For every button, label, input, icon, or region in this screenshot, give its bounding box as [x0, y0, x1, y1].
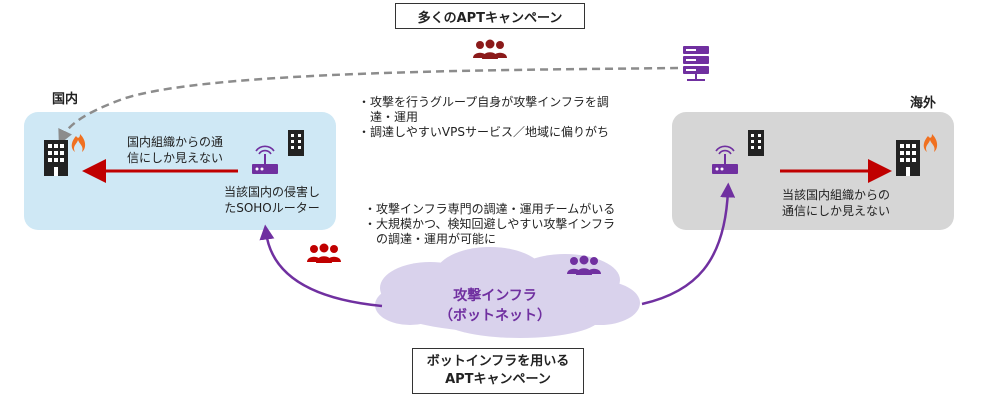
botnet-cloud: [375, 247, 640, 338]
note-top-3: ・調達しやすいVPSサービス／地域に偏りがち: [358, 125, 609, 139]
domestic-victim-text: 国内組織からの通 信にしか見えない: [112, 134, 238, 166]
users-icon: [307, 243, 341, 263]
notes-bottom: ・攻撃インフラ専門の調達・運用チームがいる ・大規模かつ、検知回避しやすい攻撃イ…: [364, 202, 664, 247]
fire-icon: [71, 134, 86, 152]
purple-arrow-right: [641, 182, 736, 306]
domestic-label: 国内: [52, 92, 79, 107]
overseas-line2: 通信にしか見えない: [781, 204, 890, 218]
building-icon: [44, 140, 68, 176]
note-bottom-1: ・攻撃インフラ専門の調達・運用チームがいる: [364, 202, 616, 216]
domestic-router-text: 当該国内の侵害し たSOHOルーター: [212, 184, 332, 216]
building-icon: [748, 130, 764, 156]
bottom-title-line1: ボットインフラを用いる: [426, 354, 570, 369]
router-icon: [712, 145, 738, 174]
dashed-arrow: [58, 66, 679, 145]
bottom-title-box: ボットインフラを用いる APTキャンペーン: [412, 348, 584, 394]
domestic-victim-line1: 国内組織からの通: [126, 135, 223, 149]
building-icon: [896, 140, 920, 176]
botnet-label-line1: 攻撃インフラ: [453, 288, 537, 304]
users-icon: [567, 255, 601, 275]
building-icon: [288, 130, 304, 156]
domestic-victim-line2: 信にしか見えない: [126, 151, 223, 165]
note-top-1: ・攻撃を行うグループ自身が攻撃インフラを調: [358, 95, 609, 109]
top-title-box: 多くのAPTキャンペーン: [395, 3, 585, 29]
bottom-title-line2: APTキャンペーン: [445, 372, 551, 387]
fire-icon: [923, 134, 938, 152]
server-icon: [683, 46, 709, 81]
top-title: 多くのAPTキャンペーン: [417, 10, 563, 26]
router-icon: [252, 145, 278, 174]
domestic-router-line2: たSOHOルーター: [224, 201, 320, 215]
overseas-label: 海外: [910, 96, 937, 111]
note-bottom-3: の調達・運用が可能に: [364, 232, 497, 246]
overseas-line1: 当該国内組織からの: [781, 188, 890, 202]
overseas-text: 当該国内組織からの 通信にしか見えない: [770, 187, 902, 219]
domestic-router-line1: 当該国内の侵害し: [223, 185, 320, 199]
notes-top: ・攻撃を行うグループ自身が攻撃インフラを調 達・運用 ・調達しやすいVPSサービ…: [358, 95, 658, 140]
botnet-label: 攻撃インフラ （ボットネット）: [420, 286, 570, 326]
note-bottom-2: ・大規模かつ、検知回避しやすい攻撃インフラ: [364, 217, 616, 231]
purple-arrow-left: [259, 224, 383, 308]
users-icon: [473, 39, 507, 59]
note-top-2: 達・運用: [358, 110, 419, 124]
botnet-label-line2: （ボットネット）: [439, 308, 551, 324]
